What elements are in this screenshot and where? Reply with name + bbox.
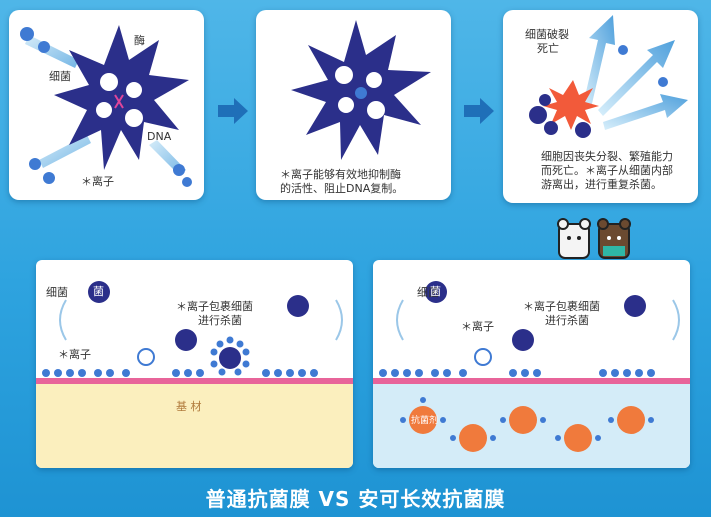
substrate-label: 基 材 (176, 400, 202, 413)
panel-ion-inhibit: ＊离子能够有效地抑制酶 的活性、阻止DNA复制。 (256, 10, 451, 200)
death-illustration (529, 15, 688, 138)
enzyme-label: 酶 (134, 34, 145, 47)
bacteria-glyph: 菌 (93, 285, 104, 298)
panel-ordinary-film: 细菌 ＊离子包裹细菌 进行杀菌 ＊离子 基 材 菌 (36, 260, 353, 468)
ordinary-film-illustration (36, 281, 353, 468)
comparison-caption: 普通抗菌膜 VS 安可长效抗菌膜 (205, 487, 506, 511)
death-desc-2: 而死亡。＊离子从细菌内部 (541, 164, 673, 177)
inhibit-illustration (291, 20, 431, 160)
death-desc-1: 细胞因丧失分裂、繁殖能力 (541, 150, 673, 163)
rupture-label-2: 死亡 (537, 42, 559, 55)
panel-bacteria-death: 细菌破裂 死亡 细胞因丧失分裂、繁殖能力 而死亡。＊离子从细菌内部 游离出，进行… (503, 10, 698, 203)
wrap-label-1: ＊离子包裹细菌 (176, 300, 253, 313)
inhibit-desc-2: 的活性、阻止DNA复制。 (280, 182, 404, 195)
dna-label: DNA (147, 130, 172, 143)
ion-label: ＊离子 (58, 348, 91, 361)
death-desc-3: 游离出，进行重复杀菌。 (541, 178, 662, 191)
panel-ion-attack: 酶 细菌 DNA ＊离子 (9, 10, 204, 200)
longlasting-film-illustration (373, 281, 690, 468)
ion-label: ＊离子 (461, 320, 494, 333)
ion-label: ＊离子 (81, 175, 114, 188)
bacteria-glyph: 菌 (430, 285, 441, 298)
inhibit-desc-1: ＊离子能够有效地抑制酶 (280, 168, 401, 181)
wrap-label-2: 进行杀菌 (545, 314, 589, 327)
flow-arrow-1 (218, 98, 248, 124)
burst-icon (543, 80, 599, 130)
agent-label: 抗菌剂 (411, 416, 439, 426)
wrap-label-1: ＊离子包裹细菌 (523, 300, 600, 313)
flow-arrow-2 (464, 98, 494, 124)
bacteria-label: 细菌 (417, 286, 439, 299)
panel-longlasting-film: 细菌 ＊离子包裹细菌 进行杀菌 ＊离子 抗菌剂 菌 (373, 260, 690, 468)
bacteria-label: 细菌 (49, 70, 71, 83)
rupture-label-1: 细菌破裂 (525, 28, 569, 41)
wrap-label-2: 进行杀菌 (198, 314, 242, 327)
mascot-bears (557, 218, 631, 259)
ion-attack-illustration (20, 25, 192, 187)
bacteria-label: 细菌 (46, 286, 68, 299)
